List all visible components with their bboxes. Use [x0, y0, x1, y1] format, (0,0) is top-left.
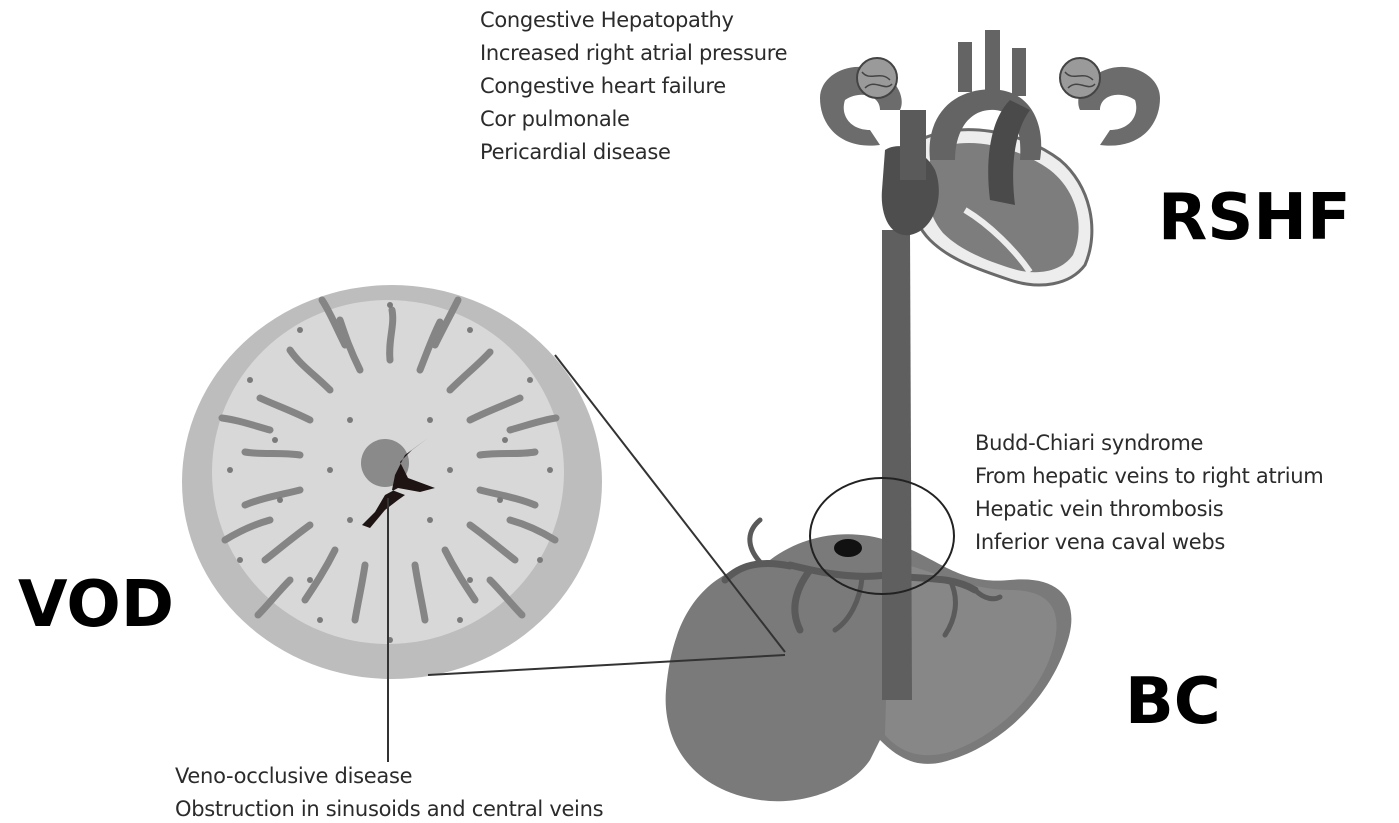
heart-label-4: Cor pulmonale: [480, 103, 787, 136]
rshf-abbreviation: RSHF: [1158, 186, 1351, 250]
heart-illustration: [820, 30, 1160, 285]
vod-labels: Veno-occlusive disease Obstruction in si…: [175, 760, 603, 823]
budd-chiari-label-2: From hepatic veins to right atrium: [975, 460, 1323, 493]
vod-label-1: Veno-occlusive disease: [175, 760, 603, 793]
heart-label-1: Congestive Hepatopathy: [480, 4, 787, 37]
heart-label-3: Congestive heart failure: [480, 70, 787, 103]
vod-label-2: Obstruction in sinusoids and central vei…: [175, 793, 603, 823]
budd-chiari-label-1: Budd-Chiari syndrome: [975, 427, 1323, 460]
heart-label-2: Increased right atrial pressure: [480, 37, 787, 70]
inferior-vena-cava: [882, 230, 912, 700]
liver-lobule-cross-section: [182, 285, 602, 679]
liver-illustration: [666, 520, 1072, 801]
budd-chiari-label-3: Hepatic vein thrombosis: [975, 493, 1323, 526]
budd-chiari-labels: Budd-Chiari syndrome From hepatic veins …: [975, 427, 1323, 559]
bc-abbreviation: BC: [1125, 670, 1221, 734]
vod-abbreviation: VOD: [18, 573, 174, 637]
heart-causes-labels: Congestive Hepatopathy Increased right a…: [480, 4, 787, 169]
heart-label-5: Pericardial disease: [480, 136, 787, 169]
budd-chiari-label-4: Inferior vena caval webs: [975, 526, 1323, 559]
